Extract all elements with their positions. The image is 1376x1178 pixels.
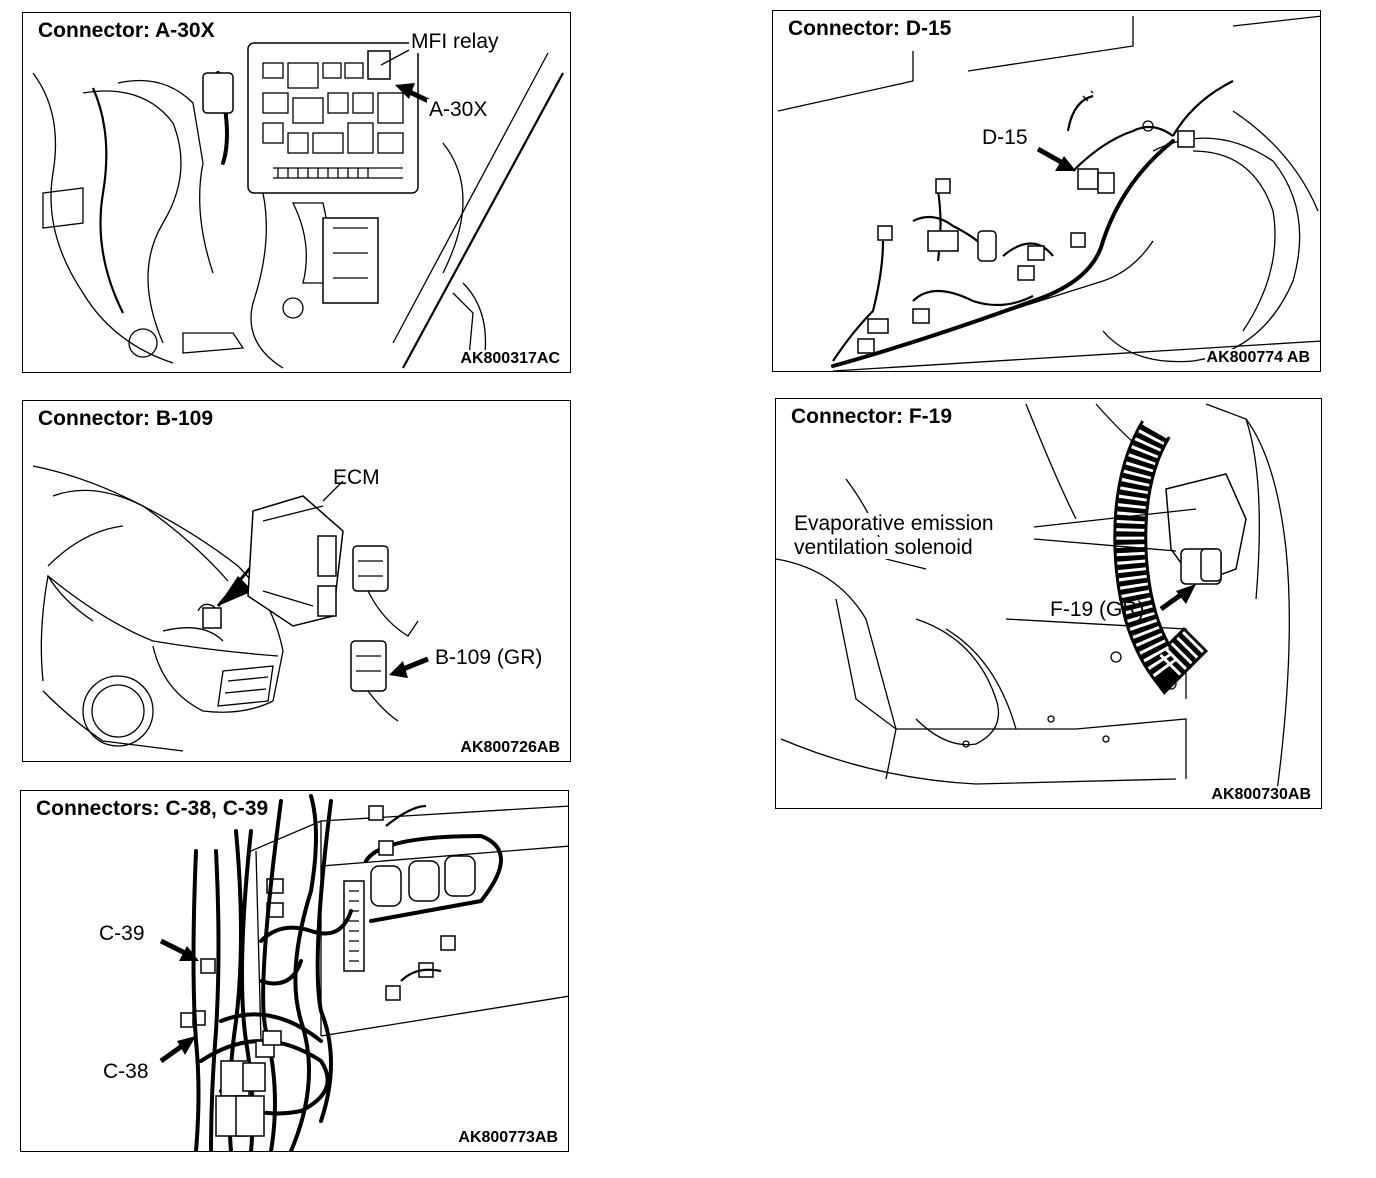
label-b109-connector: B-109 (GR) <box>435 646 543 669</box>
illustration-b109 <box>32 465 429 752</box>
panel-connector-b109: Connector: B-109 ECM B-109 (GR) AK800726… <box>22 400 571 762</box>
panel-title: Connector: D-15 <box>785 17 955 41</box>
illustration-d15 <box>777 15 1320 371</box>
label-component-line2: ventilation solenoid <box>792 536 975 560</box>
panel-connectors-c38-c39: Connectors: C-38, C-39 C-39 C-38 AK80077… <box>20 790 569 1152</box>
label-mfi-relay: MFI relay <box>409 30 501 54</box>
panel-title: Connector: A-30X <box>35 19 218 43</box>
figure-code: AK800317AC <box>458 350 562 368</box>
figure-code: AK800726AB <box>458 739 562 757</box>
label-ecm: ECM <box>333 466 380 489</box>
panel-title: Connector: F-19 <box>788 405 956 429</box>
label-f19-connector: F-19 (GR) <box>1050 598 1145 621</box>
panel-title: Connector: B-109 <box>35 407 217 431</box>
illustration-a30x <box>32 42 564 369</box>
figure-code: AK800774 AB <box>1204 349 1312 367</box>
panel-connector-a30x: Connector: A-30X MFI relay A-30X AK80031… <box>22 12 571 373</box>
illustration-f19 <box>776 403 1290 800</box>
panel-title: Connectors: C-38, C-39 <box>33 797 272 821</box>
label-d15-connector: D-15 <box>982 126 1028 149</box>
illustration-c38-c39 <box>159 794 568 1151</box>
label-component-line1: Evaporative emission <box>792 512 996 536</box>
figure-code: AK800773AB <box>456 1129 560 1147</box>
panel-connector-d15: Connector: D-15 D-15 AK800774 AB <box>772 10 1321 372</box>
label-a30x-connector: A-30X <box>427 98 490 122</box>
figure-code: AK800730AB <box>1209 786 1313 804</box>
label-c38: C-38 <box>103 1060 149 1083</box>
panel-connector-f19: Connector: F-19 Evaporative emission ven… <box>775 398 1322 809</box>
label-c39: C-39 <box>99 922 145 945</box>
